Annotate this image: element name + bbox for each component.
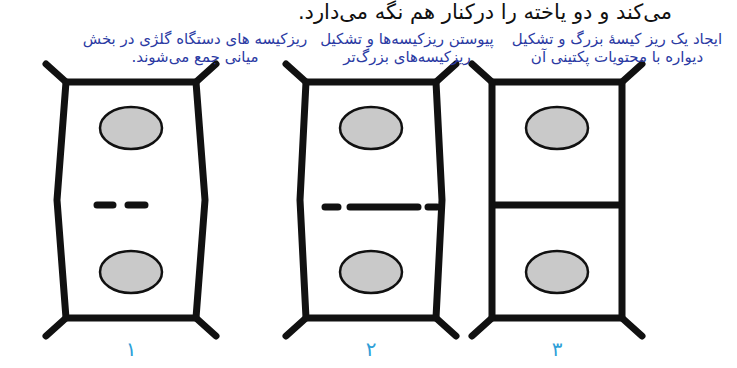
golgi-vesicles: [97, 202, 145, 209]
step-caption: پیوستن ریزکیسه‌ها و تشکیل ریزکیسه‌های بز…: [312, 30, 502, 66]
nucleus: [100, 107, 162, 149]
nucleus: [100, 251, 162, 293]
cell-wall-extension: [286, 64, 456, 336]
cell-outline: [492, 82, 622, 318]
nucleus: [526, 251, 588, 293]
fused-vesicles: [325, 204, 437, 211]
cell-wall-extension: [472, 64, 642, 336]
callout-number: ۳: [537, 337, 577, 361]
nucleus: [526, 107, 588, 149]
cell-outline: [300, 82, 442, 318]
step-caption: ریزکیسه های دستگاه گلژی در بخش میانی جمع…: [80, 30, 310, 66]
callout-number: ۱: [111, 337, 151, 361]
nucleus: [340, 107, 402, 149]
cell-wall-extension: [46, 64, 216, 336]
nucleus: [340, 251, 402, 293]
cell-outline: [57, 82, 205, 318]
cell-plate: [495, 202, 619, 209]
callout-number: ۲: [351, 337, 391, 361]
step-caption: ایجاد یک ریز کیسهٔ بزرگ و تشکیل دیواره ب…: [500, 30, 734, 66]
heading-fragment: می‌کند و دو یاخته را درکنار هم نگه می‌دا…: [250, 0, 720, 25]
